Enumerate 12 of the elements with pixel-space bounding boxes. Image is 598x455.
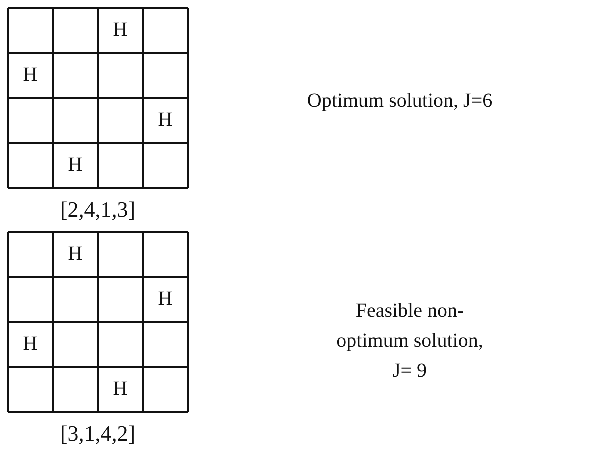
queen-mark: H — [157, 287, 174, 311]
queen-mark: H — [67, 242, 84, 266]
solution-note: Feasible non-optimum solution, J= 9 — [336, 299, 484, 384]
permutation-label: [3,1,4,2] — [59, 422, 137, 446]
queen-mark: H — [112, 377, 129, 401]
queen-mark: H — [22, 332, 39, 356]
queen-mark: H — [112, 18, 129, 42]
queen-mark: H — [67, 153, 84, 177]
permutation-label: [2,4,1,3] — [59, 198, 137, 222]
solution-note: Optimum solution, J=6 — [306, 89, 494, 114]
queen-mark: H — [157, 108, 174, 132]
queen-mark: H — [22, 63, 39, 87]
